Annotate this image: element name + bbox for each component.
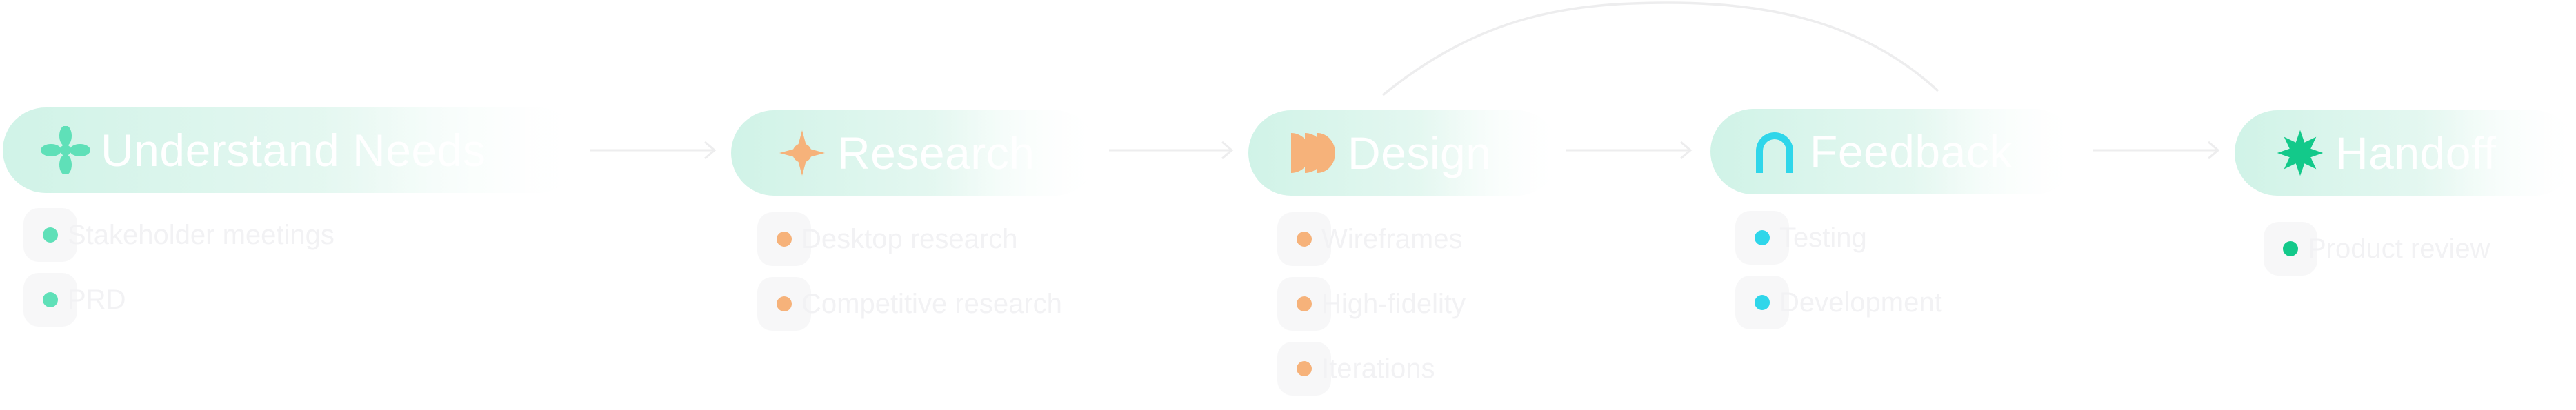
stage-items: Product review bbox=[2264, 222, 2490, 287]
star-burst-icon bbox=[2276, 129, 2324, 177]
list-item: High-fidelity bbox=[1277, 277, 1466, 331]
connector-arrowhead-4 bbox=[2208, 141, 2220, 160]
stage-feedback: Feedback Testing Development bbox=[1710, 0, 2083, 410]
list-item: Product review bbox=[2264, 222, 2490, 276]
stage-research: Research Desktop research Competitive re… bbox=[731, 0, 1104, 410]
item-label: Competitive research bbox=[801, 288, 1062, 319]
stage-pill[interactable]: Research bbox=[731, 110, 1097, 196]
list-item: Testing bbox=[1735, 211, 1942, 265]
item-label: Iterations bbox=[1321, 353, 1435, 384]
list-item: Iterations bbox=[1277, 342, 1466, 396]
item-label: PRD bbox=[68, 284, 126, 315]
stage-items: Testing Development bbox=[1735, 211, 1942, 340]
list-item: PRD bbox=[23, 273, 335, 327]
connector-arrowhead-1 bbox=[704, 141, 717, 160]
connector-arrowhead-3 bbox=[1680, 141, 1693, 160]
bullet-dot bbox=[1297, 361, 1312, 376]
flower-cross-icon bbox=[41, 126, 90, 174]
stage-title: Research bbox=[837, 127, 1035, 178]
stage-title: Feedback bbox=[1810, 126, 2013, 177]
stage-handoff: Handoff Product review bbox=[2235, 0, 2576, 410]
bullet-dot bbox=[43, 292, 58, 307]
arch-icon bbox=[1750, 127, 1799, 176]
stage-pill[interactable]: Feedback bbox=[1710, 109, 2076, 194]
item-label: Development bbox=[1779, 287, 1942, 318]
stage-title: Handoff bbox=[2335, 127, 2497, 178]
bullet-dot bbox=[43, 227, 58, 243]
list-item: Desktop research bbox=[757, 212, 1062, 266]
stage-title: Design bbox=[1348, 127, 1492, 178]
bullet-dot bbox=[1297, 232, 1312, 247]
item-label: High-fidelity bbox=[1321, 288, 1466, 319]
stage-items: Wireframes High-fidelity Iterations bbox=[1277, 212, 1466, 407]
sparkle-star-icon bbox=[778, 129, 826, 177]
item-label: Testing bbox=[1779, 222, 1867, 253]
bullet-dot bbox=[777, 296, 792, 311]
list-item: Wireframes bbox=[1277, 212, 1466, 266]
stage-design: Design Wireframes High-fidelity Iteratio… bbox=[1248, 0, 1566, 410]
item-label: Wireframes bbox=[1321, 223, 1463, 254]
stage-items: Stakeholder meetings PRD bbox=[23, 208, 335, 338]
list-item: Competitive research bbox=[757, 277, 1062, 331]
item-label: Desktop research bbox=[801, 223, 1018, 254]
item-label: Product review bbox=[2308, 233, 2490, 264]
bullet-dot bbox=[2283, 241, 2298, 256]
stage-title: Understand Needs bbox=[101, 125, 486, 176]
stage-pill[interactable]: Handoff bbox=[2235, 110, 2576, 196]
stage-understand-needs: Understand Needs Stakeholder meetings PR… bbox=[0, 0, 593, 410]
stage-items: Desktop research Competitive research bbox=[757, 212, 1062, 342]
connector-arrowhead-2 bbox=[1221, 141, 1234, 160]
stage-pill[interactable]: Understand Needs bbox=[3, 107, 579, 193]
bullet-dot bbox=[1297, 296, 1312, 311]
bullet-dot bbox=[777, 232, 792, 247]
stage-pill[interactable]: Design bbox=[1248, 110, 1559, 196]
list-item: Stakeholder meetings bbox=[23, 208, 335, 262]
list-item: Development bbox=[1735, 276, 1942, 329]
bullet-dot bbox=[1755, 295, 1770, 310]
bullet-dot bbox=[1755, 230, 1770, 245]
half-circles-icon bbox=[1288, 129, 1337, 177]
item-label: Stakeholder meetings bbox=[68, 219, 335, 250]
